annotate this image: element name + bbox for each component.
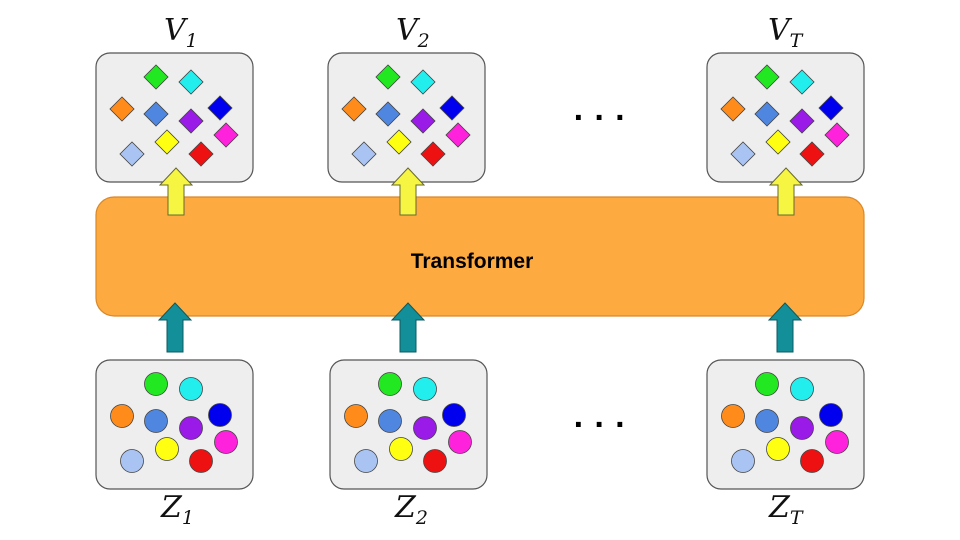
output-panel-1-orange-diamond — [109, 96, 135, 122]
input-ellipsis: · · · — [574, 406, 627, 444]
input-panel-1-purple-circle — [179, 416, 203, 440]
input-panel-T-cyan-circle — [790, 377, 814, 401]
output-panel-T-navy-diamond — [818, 95, 844, 121]
input-panel-2-light-blue-circle — [354, 449, 378, 473]
output-panel-2-cyan-diamond — [410, 69, 436, 95]
input-panel-1-blue-circle — [144, 409, 168, 433]
input-panel-1-red-circle — [189, 449, 213, 473]
input-panel-T-purple-circle — [790, 416, 814, 440]
input-panel-2-red-circle — [423, 449, 447, 473]
output-panel-T — [706, 52, 865, 183]
output-panel-1-navy-diamond — [207, 95, 233, 121]
output-panel-1-red-diamond — [188, 141, 214, 167]
input-panel-2-blue-circle — [378, 409, 402, 433]
output-panel-1-light-blue-diamond — [119, 141, 145, 167]
output-panel-2-yellow-diamond — [386, 129, 412, 155]
output-ellipsis: · · · — [574, 99, 627, 137]
input-label-2: Z2 — [394, 490, 428, 529]
input-panel-1-cyan-circle — [179, 377, 203, 401]
output-arrow-2 — [390, 167, 426, 216]
input-panel-2-magenta-circle — [448, 430, 472, 454]
output-panel-2-light-blue-diamond — [351, 141, 377, 167]
output-panel-T-light-blue-diamond — [730, 141, 756, 167]
input-panel-2-tokens — [344, 372, 472, 473]
output-panel-2-purple-diamond — [410, 108, 436, 134]
output-panel-2-blue-diamond — [375, 101, 401, 127]
output-panel-1-magenta-diamond — [213, 122, 239, 148]
transformer-label: Transformer — [411, 250, 534, 273]
input-panel-T — [706, 359, 865, 490]
input-panel-T-orange-circle — [721, 404, 745, 428]
output-arrow-1 — [158, 167, 194, 216]
output-panel-2-green-diamond — [375, 64, 401, 90]
input-panel-T-tokens — [721, 372, 849, 473]
input-panel-1-yellow-circle — [155, 437, 179, 461]
input-panel-1-navy-circle — [208, 403, 232, 427]
input-arrow-T — [767, 302, 803, 353]
input-arrow-1 — [157, 302, 193, 353]
output-panel-T-cyan-diamond — [789, 69, 815, 95]
output-panel-T-purple-diamond — [789, 108, 815, 134]
output-panel-2-navy-diamond — [439, 95, 465, 121]
input-panel-2-cyan-circle — [413, 377, 437, 401]
input-panel-T-blue-circle — [755, 409, 779, 433]
output-panel-1-purple-diamond — [178, 108, 204, 134]
output-panel-1-green-diamond — [143, 64, 169, 90]
input-panel-2-yellow-circle — [389, 437, 413, 461]
input-panel-T-magenta-circle — [825, 430, 849, 454]
input-panel-1-tokens — [110, 372, 238, 473]
input-panel-1-green-circle — [144, 372, 168, 396]
input-label-1: Z1 — [160, 490, 194, 529]
output-panel-2-red-diamond — [420, 141, 446, 167]
output-panel-2-orange-diamond — [341, 96, 367, 122]
input-panel-1-light-blue-circle — [120, 449, 144, 473]
output-arrow-T — [768, 167, 804, 216]
output-panel-1-yellow-diamond — [154, 129, 180, 155]
output-label-2: V2 — [396, 13, 430, 52]
output-panel-T-magenta-diamond — [824, 122, 850, 148]
output-label-T: VT — [768, 13, 804, 52]
input-panel-2-orange-circle — [344, 404, 368, 428]
output-panel-T-blue-diamond — [754, 101, 780, 127]
input-panel-T-light-blue-circle — [731, 449, 755, 473]
transformer-block — [95, 196, 865, 317]
input-label-T: ZT — [768, 490, 804, 529]
output-panel-T-red-diamond — [799, 141, 825, 167]
input-panel-2-purple-circle — [413, 416, 437, 440]
output-panel-2-magenta-diamond — [445, 122, 471, 148]
input-panel-T-green-circle — [755, 372, 779, 396]
input-panel-1 — [95, 359, 254, 490]
output-panel-T-green-diamond — [754, 64, 780, 90]
output-panel-T-orange-diamond — [720, 96, 746, 122]
output-panel-1-blue-diamond — [143, 101, 169, 127]
input-panel-T-yellow-circle — [766, 437, 790, 461]
output-panel-1 — [95, 52, 254, 183]
input-panel-2 — [329, 359, 488, 490]
input-panel-1-orange-circle — [110, 404, 134, 428]
input-panel-T-red-circle — [800, 449, 824, 473]
input-panel-2-navy-circle — [442, 403, 466, 427]
output-panel-2 — [327, 52, 486, 183]
input-panel-T-navy-circle — [819, 403, 843, 427]
output-panel-1-tokens — [109, 64, 239, 167]
output-panel-2-tokens — [341, 64, 471, 167]
output-label-1: V1 — [164, 13, 198, 52]
input-arrow-2 — [390, 302, 426, 353]
output-panel-1-cyan-diamond — [178, 69, 204, 95]
output-panel-T-tokens — [720, 64, 850, 167]
input-panel-2-green-circle — [378, 372, 402, 396]
input-panel-1-magenta-circle — [214, 430, 238, 454]
output-panel-T-yellow-diamond — [765, 129, 791, 155]
